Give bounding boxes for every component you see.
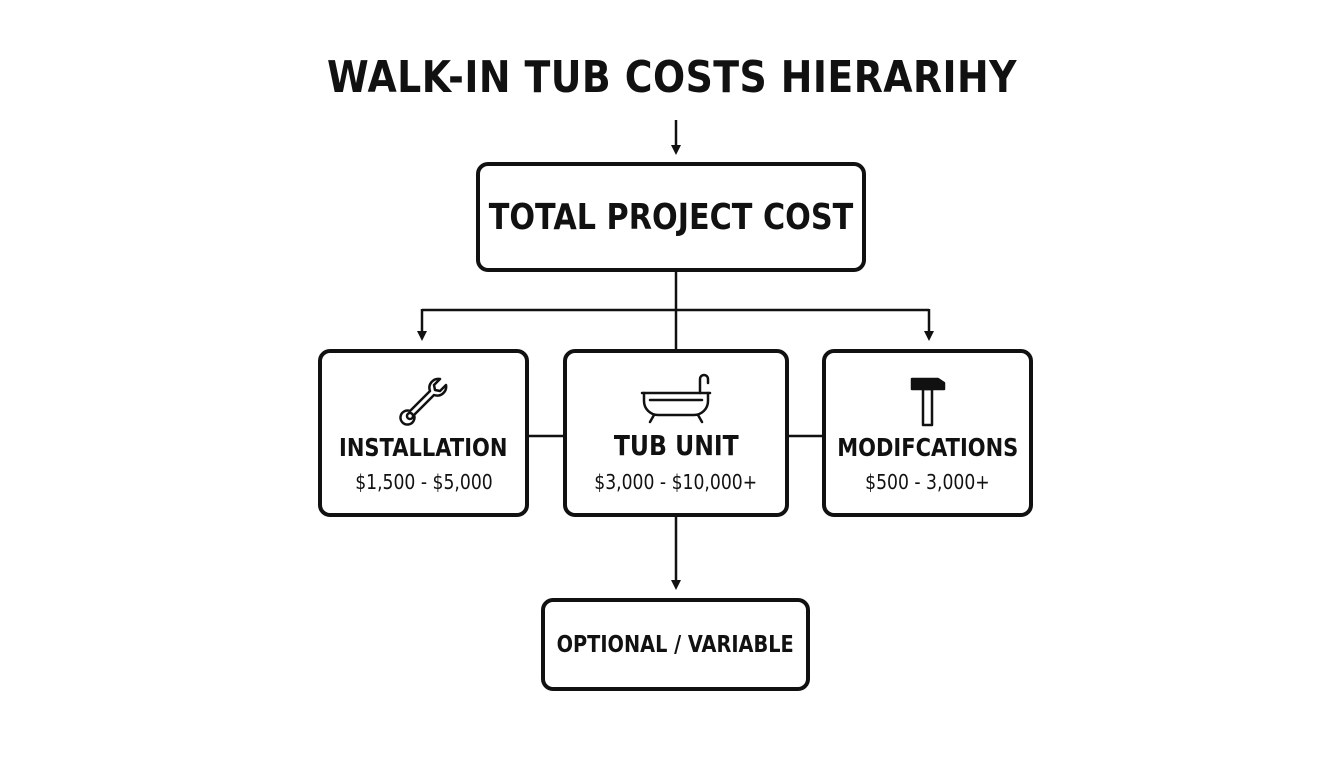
modifications-cost-range: $500 - 3,000+ <box>865 469 990 494</box>
modifications-label: MODIFCATIONS <box>836 432 1019 462</box>
installation-cost-range: $1,500 - $5,000 <box>354 469 493 494</box>
tub-unit-cost-range: $3,000 - $10,000+ <box>594 469 758 494</box>
hammer-icon <box>910 377 945 426</box>
tub-unit-box: TUB UNIT $3,000 - $10,000+ <box>563 349 789 517</box>
wrench-icon <box>398 377 447 426</box>
optional-variable-label: OPTIONAL / VARIABLE <box>556 631 795 658</box>
tub-unit-label: TUB UNIT <box>613 428 739 462</box>
total-project-cost-label: TOTAL PROJECT COST <box>488 196 854 238</box>
installation-label: INSTALLATION <box>339 432 508 462</box>
diagram-title: WALK-IN TUB COSTS HIERARIHY <box>326 52 1017 103</box>
total-project-cost-box: TOTAL PROJECT COST <box>476 162 866 272</box>
optional-variable-box: OPTIONAL / VARIABLE <box>541 598 810 691</box>
modifications-box: MODIFCATIONS $500 - 3,000+ <box>822 349 1033 517</box>
installation-box: INSTALLATION $1,500 - $5,000 <box>318 349 529 517</box>
bathtub-icon <box>640 373 712 423</box>
